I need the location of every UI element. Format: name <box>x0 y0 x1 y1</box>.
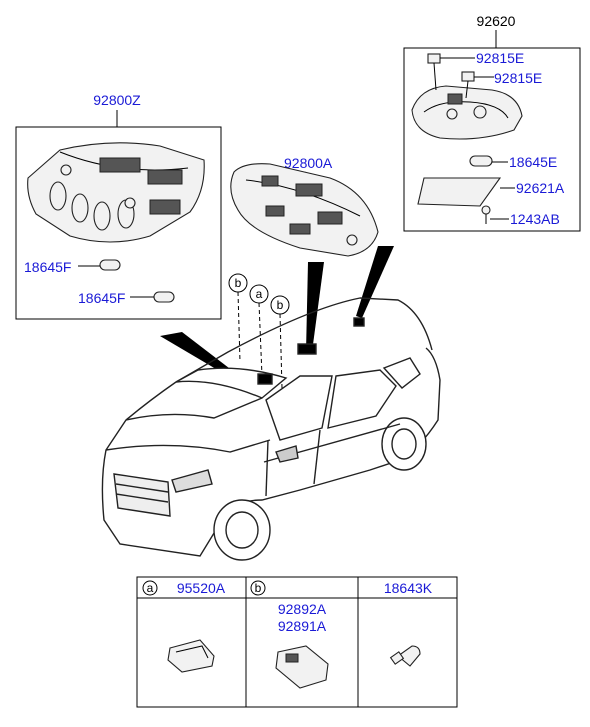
box-92620 <box>403 47 581 232</box>
label-1243ab: 1243AB <box>510 211 560 227</box>
svg-text:b: b <box>255 581 262 595</box>
bulb-18645f-1 <box>99 259 121 271</box>
table-part-92892a: 92892A <box>278 601 327 617</box>
overhead-console-92800a <box>230 163 379 257</box>
parts-table: a 95520A b 92892A 92891A 18643K <box>136 576 458 708</box>
label-92815e-upper: 92815E <box>476 50 524 66</box>
label-92800z: 92800Z <box>93 92 141 108</box>
wedge-92800a <box>306 262 324 352</box>
screw-1243ab <box>481 205 491 215</box>
wedge-92620 <box>356 246 394 318</box>
clip-92815e-lower <box>461 71 475 82</box>
svg-text:a: a <box>256 287 263 301</box>
bulb-18643k-icon <box>397 645 421 667</box>
suv-illustration <box>101 297 441 561</box>
overhead-lamp-housing <box>411 85 523 140</box>
assembly-92800z-group: 92800Z 18645F 18645F <box>15 92 222 320</box>
table-marker-a <box>142 580 158 596</box>
overhead-console-92800z <box>27 142 205 243</box>
table-part-95520a: 95520A <box>177 580 226 596</box>
svg-text:a: a <box>147 581 154 595</box>
table-part-18643k: 18643K <box>384 580 433 596</box>
lens-92621a <box>417 177 502 207</box>
table-part-92891a: 92891A <box>278 618 327 634</box>
label-18645e: 18645E <box>509 154 557 170</box>
table-border <box>136 576 458 708</box>
assembly-92800a-group: 92800A <box>230 155 379 257</box>
label-92620: 92620 <box>477 13 516 29</box>
label-92800a: 92800A <box>284 155 333 171</box>
box-92800z <box>15 126 222 320</box>
assembly-92620-group: 92620 92815E 92815E 18645E 92621A 1243AB <box>403 13 581 232</box>
label-18645f-2: 18645F <box>78 290 125 306</box>
lamp-92892a-icon <box>275 645 329 689</box>
svg-text:b: b <box>235 276 242 290</box>
callouts: b a b <box>228 273 290 389</box>
svg-text:b: b <box>277 298 284 312</box>
label-92815e-lower: 92815E <box>494 70 542 86</box>
clip-92815e-upper <box>427 53 441 64</box>
bulb-18645e <box>469 155 493 167</box>
label-92621a: 92621A <box>516 180 565 196</box>
bulb-18645f-2 <box>153 291 175 303</box>
table-marker-b <box>250 580 266 596</box>
label-18645f-1: 18645F <box>24 259 71 275</box>
